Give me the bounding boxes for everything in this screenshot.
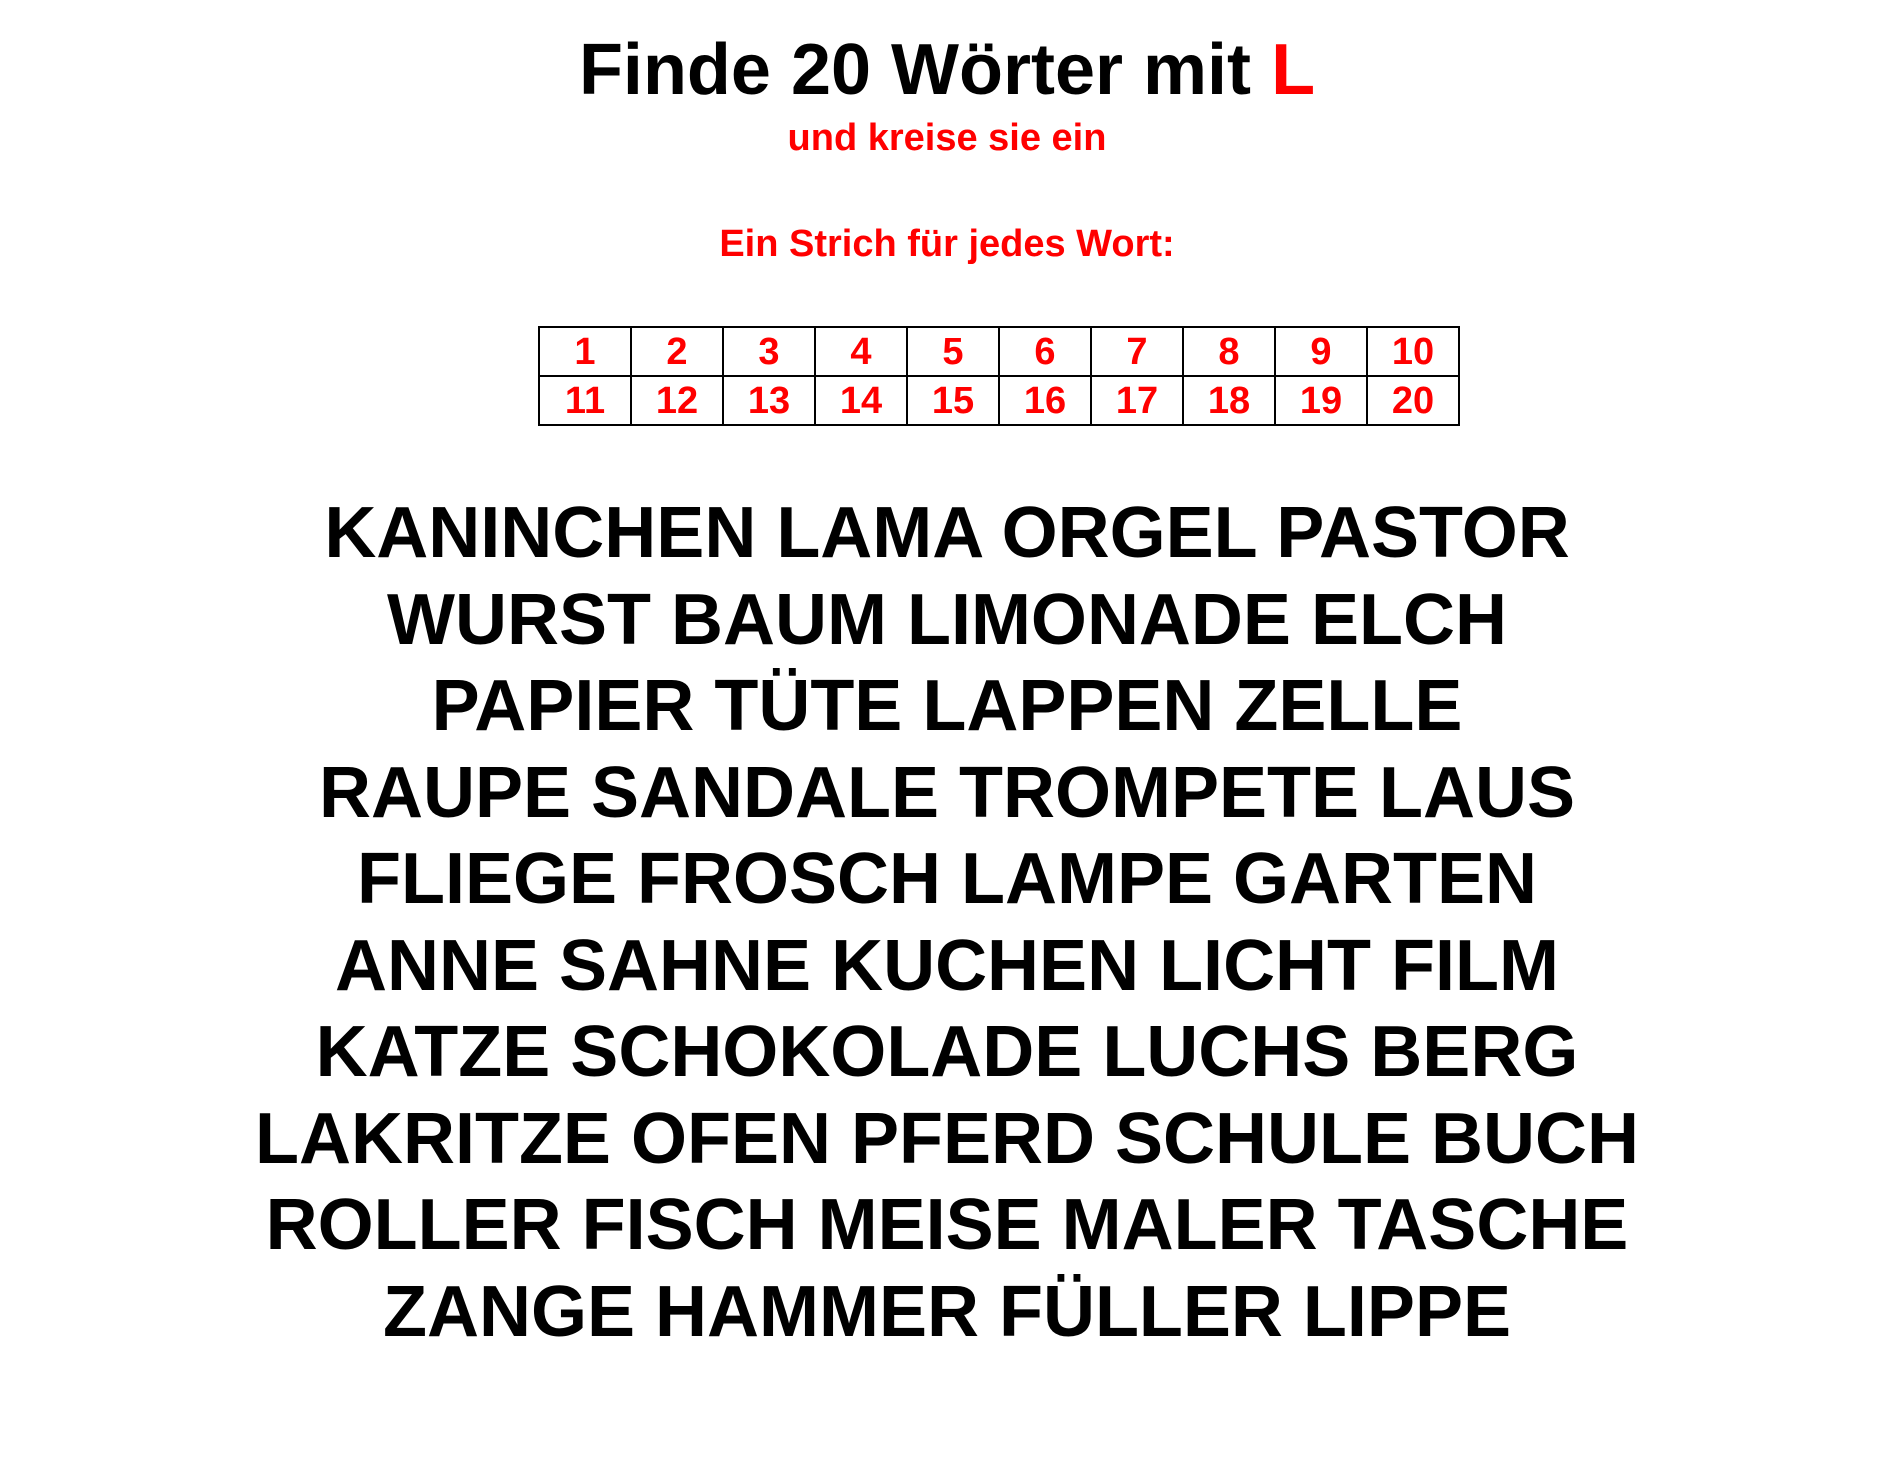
- tally-cell[interactable]: 9: [1274, 326, 1368, 377]
- word-line[interactable]: FLIEGE FROSCH LAMPE GARTEN: [356, 839, 1538, 919]
- tally-cell[interactable]: 2: [630, 326, 724, 377]
- tally-cell[interactable]: 10: [1366, 326, 1460, 377]
- tally-cell[interactable]: 15: [906, 375, 1000, 426]
- tally-cell[interactable]: 8: [1182, 326, 1276, 377]
- tally-cell[interactable]: 16: [998, 375, 1092, 426]
- word-line[interactable]: LAKRITZE OFEN PFERD SCHULE BUCH: [255, 1098, 1639, 1179]
- tally-cell[interactable]: 12: [630, 375, 724, 426]
- word-line[interactable]: KATZE SCHOKOLADE LUCHS BERG: [315, 1012, 1579, 1092]
- tally-cell[interactable]: 1: [538, 326, 632, 377]
- tally-table: 1 2 3 4 5 6 7 8 9 10 11 12 13 14 15 16 1…: [538, 326, 1460, 426]
- tally-cell[interactable]: 13: [722, 375, 816, 426]
- subtitle: und kreise sie ein: [787, 117, 1107, 159]
- word-line[interactable]: PAPIER TÜTE LAPPEN ZELLE: [431, 666, 1463, 746]
- tally-cell[interactable]: 18: [1182, 375, 1276, 426]
- title-text: Finde 20 Wörter mit: [578, 30, 1252, 110]
- tally-cell[interactable]: 4: [814, 326, 908, 377]
- tally-cell[interactable]: 3: [722, 326, 816, 377]
- word-line[interactable]: ZANGE HAMMER FÜLLER LIPPE: [383, 1271, 1511, 1352]
- tally-cell[interactable]: 11: [538, 375, 632, 426]
- page-title: Finde 20 Wörter mit L: [0, 28, 1894, 112]
- title-letter: L: [1271, 30, 1316, 110]
- tally-cell[interactable]: 5: [906, 326, 1000, 377]
- instruction-text: Ein Strich für jedes Wort:: [719, 223, 1175, 265]
- tally-cell[interactable]: 19: [1274, 375, 1368, 426]
- tally-cell[interactable]: 7: [1090, 326, 1184, 377]
- word-line[interactable]: WURST BAUM LIMONADE ELCH: [387, 579, 1507, 660]
- word-line[interactable]: ROLLER FISCH MEISE MALER TASCHE: [265, 1185, 1629, 1265]
- tally-row-1: 1 2 3 4 5 6 7 8 9 10: [538, 326, 1460, 377]
- tally-cell[interactable]: 20: [1366, 375, 1460, 426]
- tally-row-2: 11 12 13 14 15 16 17 18 19 20: [538, 375, 1460, 426]
- tally-cell[interactable]: 17: [1090, 375, 1184, 426]
- tally-cell[interactable]: 14: [814, 375, 908, 426]
- word-line[interactable]: ANNE SAHNE KUCHEN LICHT FILM: [335, 925, 1559, 1006]
- tally-cell[interactable]: 6: [998, 326, 1092, 377]
- word-line[interactable]: RAUPE SANDALE TROMPETE LAUS: [318, 752, 1576, 833]
- word-list: KANINCHEN LAMA ORGEL PASTOR WURST BAUM L…: [0, 490, 1894, 1355]
- word-line[interactable]: KANINCHEN LAMA ORGEL PASTOR: [324, 493, 1570, 573]
